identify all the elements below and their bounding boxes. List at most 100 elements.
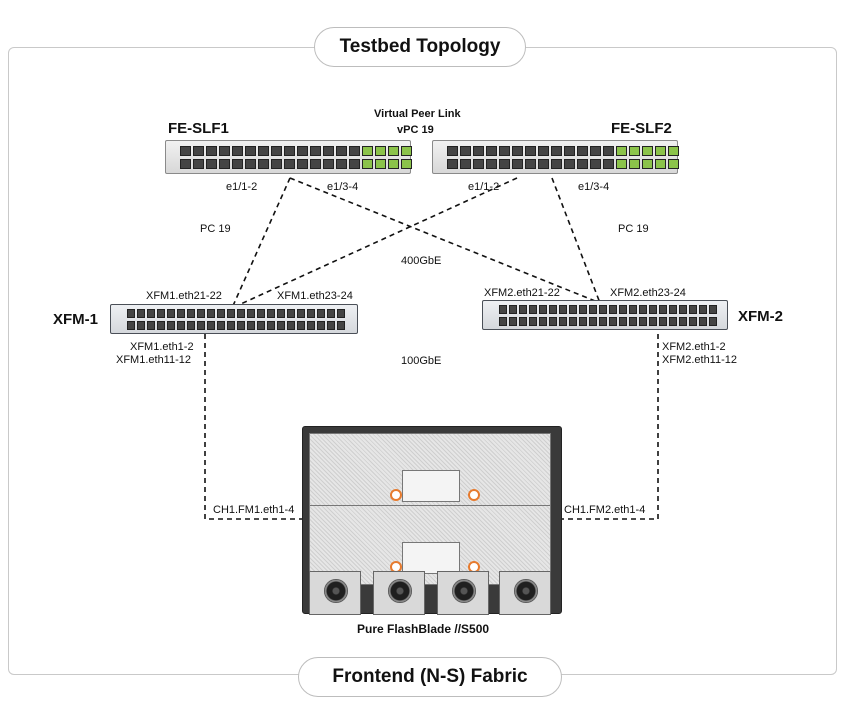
xfm2-port-23-24: XFM2.eth23-24 bbox=[610, 287, 686, 299]
fe-slf1-label: FE-SLF1 bbox=[168, 120, 229, 137]
link-xfm1-fb bbox=[204, 334, 306, 520]
switch-port bbox=[247, 309, 255, 318]
switch-port bbox=[525, 146, 536, 156]
psu-unit bbox=[499, 571, 551, 615]
switch-port bbox=[669, 317, 677, 326]
switch-port bbox=[362, 146, 373, 156]
xfm1-label: XFM-1 bbox=[53, 311, 98, 328]
switch-port bbox=[137, 309, 145, 318]
switch-port bbox=[227, 309, 235, 318]
fb-fm2-port-label: CH1.FM2.eth1-4 bbox=[564, 504, 646, 516]
switch-port bbox=[310, 159, 321, 169]
switch-port bbox=[499, 159, 510, 169]
switch-port bbox=[227, 321, 235, 330]
switch-port bbox=[137, 321, 145, 330]
fe-slf1-switch bbox=[165, 140, 412, 174]
switch-port bbox=[257, 309, 265, 318]
switch-port bbox=[512, 146, 523, 156]
switch-port bbox=[157, 321, 165, 330]
switch-port bbox=[460, 159, 471, 169]
switch-port bbox=[539, 317, 547, 326]
switch-port bbox=[549, 305, 557, 314]
switch-port bbox=[237, 309, 245, 318]
link-slf2-xfm2 bbox=[551, 177, 601, 304]
switch-port bbox=[579, 305, 587, 314]
page-title: Testbed Topology bbox=[314, 27, 526, 67]
port-channel-left: PC 19 bbox=[200, 223, 231, 235]
port-channel-right: PC 19 bbox=[618, 223, 649, 235]
switch-port bbox=[197, 321, 205, 330]
switch-port bbox=[616, 146, 627, 156]
switch-port bbox=[569, 317, 577, 326]
switch-port bbox=[589, 317, 597, 326]
switch-port bbox=[277, 321, 285, 330]
switch-port bbox=[499, 317, 507, 326]
flashblade-chassis bbox=[302, 426, 562, 615]
switch-port bbox=[401, 159, 412, 169]
switch-port bbox=[388, 146, 399, 156]
switch-port bbox=[486, 146, 497, 156]
switch-port bbox=[590, 146, 601, 156]
switch-port bbox=[619, 317, 627, 326]
switch-port bbox=[642, 159, 653, 169]
switch-port bbox=[619, 305, 627, 314]
switch-port bbox=[337, 321, 345, 330]
switch-port bbox=[327, 321, 335, 330]
switch-port bbox=[529, 317, 537, 326]
switch-port bbox=[147, 309, 155, 318]
status-led-icon bbox=[390, 489, 402, 501]
speed-100-label: 100GbE bbox=[401, 355, 442, 367]
switch-port bbox=[232, 159, 243, 169]
switch-port bbox=[551, 159, 562, 169]
xfm1-device bbox=[110, 304, 358, 334]
switch-port bbox=[590, 159, 601, 169]
switch-port bbox=[577, 159, 588, 169]
switch-port bbox=[245, 146, 256, 156]
switch-port bbox=[519, 305, 527, 314]
switch-port bbox=[499, 146, 510, 156]
switch-port bbox=[219, 146, 230, 156]
slf1-port-e1-1-2: e1/1-2 bbox=[226, 181, 258, 193]
switch-port bbox=[447, 146, 458, 156]
switch-port bbox=[709, 317, 717, 326]
switch-port bbox=[447, 159, 458, 169]
switch-port bbox=[549, 317, 557, 326]
switch-port bbox=[193, 159, 204, 169]
switch-port bbox=[127, 321, 135, 330]
switch-port bbox=[679, 305, 687, 314]
switch-port bbox=[589, 305, 597, 314]
switch-port bbox=[639, 305, 647, 314]
switch-port bbox=[564, 146, 575, 156]
switch-port bbox=[349, 146, 360, 156]
switch-port bbox=[668, 146, 679, 156]
switch-port bbox=[187, 321, 195, 330]
speed-400-label: 400GbE bbox=[401, 255, 442, 267]
slf1-port-e1-3-4: e1/3-4 bbox=[327, 181, 359, 193]
xfm1-port-23-24: XFM1.eth23-24 bbox=[277, 290, 353, 302]
switch-port bbox=[679, 317, 687, 326]
switch-port bbox=[307, 309, 315, 318]
switch-port bbox=[258, 146, 269, 156]
switch-port bbox=[271, 159, 282, 169]
switch-port bbox=[709, 305, 717, 314]
switch-port bbox=[564, 159, 575, 169]
switch-port bbox=[206, 159, 217, 169]
switch-port bbox=[375, 146, 386, 156]
switch-port bbox=[401, 146, 412, 156]
switch-port bbox=[217, 309, 225, 318]
switch-port bbox=[577, 146, 588, 156]
switch-port bbox=[551, 146, 562, 156]
switch-port bbox=[599, 305, 607, 314]
switch-port bbox=[307, 321, 315, 330]
switch-port bbox=[649, 305, 657, 314]
switch-port bbox=[460, 146, 471, 156]
switch-port bbox=[642, 146, 653, 156]
switch-port bbox=[375, 159, 386, 169]
switch-port bbox=[649, 317, 657, 326]
switch-port bbox=[486, 159, 497, 169]
switch-port bbox=[206, 146, 217, 156]
fe-slf2-switch bbox=[432, 140, 679, 174]
switch-port bbox=[699, 317, 707, 326]
switch-port bbox=[659, 317, 667, 326]
switch-port bbox=[689, 317, 697, 326]
